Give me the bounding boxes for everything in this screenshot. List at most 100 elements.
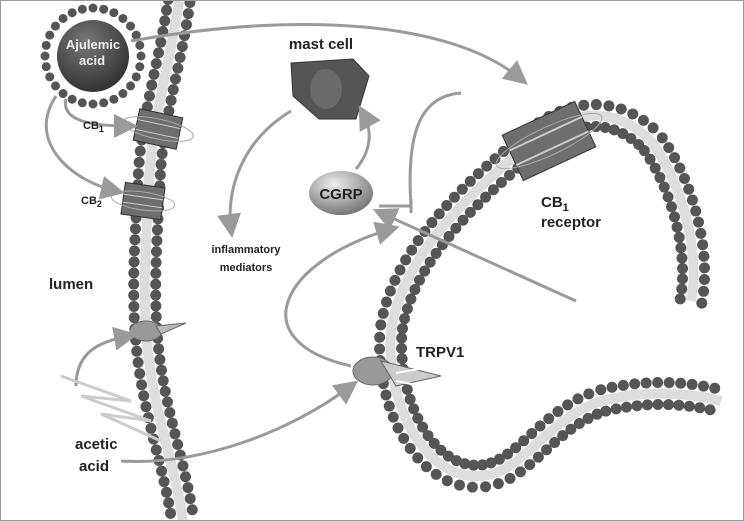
lipid-head xyxy=(150,58,162,70)
lipid-head xyxy=(396,353,408,365)
lipid-head xyxy=(693,216,705,228)
lipid-head xyxy=(631,400,643,412)
lipid-head xyxy=(430,468,442,480)
lipid-head xyxy=(428,437,440,449)
lipid-head xyxy=(487,184,499,196)
lipid-head xyxy=(430,247,442,259)
lumen-membrane xyxy=(139,1,188,520)
lipid-head xyxy=(398,432,410,444)
lipid-head xyxy=(401,383,413,395)
lipid-head xyxy=(456,183,468,195)
lipid-head xyxy=(128,312,140,324)
lipid-head xyxy=(128,267,140,279)
lipid-head xyxy=(472,199,484,211)
lipid-head xyxy=(150,246,162,258)
lipid-head xyxy=(489,153,501,165)
lipid-head xyxy=(161,4,173,16)
lipid-head xyxy=(77,98,87,108)
lipid-head xyxy=(464,206,476,218)
lipid-head xyxy=(374,343,386,355)
lipid-head xyxy=(683,400,695,412)
ajulemic-acid-vesicle: Ajulemic acid xyxy=(40,3,146,109)
lipid-head xyxy=(374,331,386,343)
lipid-head xyxy=(131,72,141,82)
lipid-head xyxy=(502,448,514,460)
lipid-head xyxy=(156,465,168,477)
cb1-receptor-label-2: receptor xyxy=(541,214,601,231)
lipid-head xyxy=(419,265,431,277)
lipid-head xyxy=(151,235,163,247)
lipid-head xyxy=(394,264,406,276)
lipid-head xyxy=(510,442,522,454)
lipid-head xyxy=(468,459,480,471)
lipid-head xyxy=(396,342,408,354)
lipid-head xyxy=(387,411,399,423)
lipid-head xyxy=(457,214,469,226)
lipid-head xyxy=(184,493,196,505)
arrow-vesicle-to-cb2 xyxy=(44,95,125,200)
lipid-head xyxy=(694,402,706,414)
lipid-head xyxy=(673,399,685,411)
arrow-vesicle-to-cb1-receptor xyxy=(130,23,528,85)
lipid-head xyxy=(696,297,708,309)
lipid-head xyxy=(184,1,196,8)
lipid-head xyxy=(150,444,162,456)
lipid-head xyxy=(557,430,569,442)
lipid-head xyxy=(150,300,162,312)
lipid-head xyxy=(652,377,664,389)
lipid-head xyxy=(464,175,476,187)
cb2-receptor-lumen xyxy=(110,181,176,221)
lipid-head xyxy=(582,412,594,424)
lipid-head xyxy=(150,289,162,301)
arrow-cgrp-to-mast xyxy=(354,105,381,170)
lipid-head xyxy=(172,62,184,74)
lipid-head xyxy=(443,230,455,242)
lipid-head xyxy=(697,239,709,251)
lipid-head xyxy=(166,417,178,429)
lipid-head xyxy=(481,160,493,172)
lipid-head xyxy=(466,481,478,493)
lipid-head xyxy=(450,222,462,234)
lipid-head xyxy=(442,450,454,462)
lipid-head xyxy=(163,105,175,117)
lipid-head xyxy=(170,73,182,85)
lipid-head xyxy=(401,303,413,315)
lipid-head xyxy=(663,142,675,154)
lipid-head xyxy=(662,191,674,203)
acetic-label-2: acid xyxy=(79,458,109,475)
lipid-head xyxy=(504,169,516,181)
lipid-head xyxy=(380,389,392,401)
lipid-head xyxy=(424,256,436,268)
arrow-vesicle-to-cb1 xyxy=(64,98,138,138)
arrow-to-cgrp xyxy=(372,208,577,303)
lipid-head xyxy=(541,444,553,456)
lipid-head xyxy=(552,405,564,417)
lipid-head xyxy=(180,471,192,483)
lipid-head xyxy=(690,205,702,217)
inflammatory-label-1: inflammatory xyxy=(211,244,281,256)
arrow-mast-to-mediators xyxy=(217,109,292,238)
cb2-small-label: CB2 xyxy=(81,195,102,209)
lipid-head xyxy=(578,99,590,111)
lipid-head xyxy=(408,403,420,415)
lipid-head xyxy=(392,422,404,434)
lipid-head xyxy=(118,89,128,99)
lipid-head xyxy=(590,121,602,133)
lipid-head xyxy=(134,368,146,380)
inflammatory-label-2: mediators xyxy=(220,262,273,274)
lipid-head xyxy=(161,396,173,408)
arrow-trpv1-to-cgrp xyxy=(284,221,400,368)
lipid-head xyxy=(617,379,629,391)
lipid-head xyxy=(518,435,530,447)
lipid-head xyxy=(176,41,188,53)
lipid-head xyxy=(654,171,666,183)
cgrp-label: CGRP xyxy=(319,186,362,203)
trpv1-channel-lumen xyxy=(129,320,187,342)
lipid-head xyxy=(383,400,395,412)
lipid-head xyxy=(448,191,460,203)
lipid-head xyxy=(420,461,432,473)
lipid-head xyxy=(129,234,141,246)
cb1-receptor-label-1: CB1 xyxy=(541,194,569,214)
lipid-head xyxy=(182,8,194,20)
